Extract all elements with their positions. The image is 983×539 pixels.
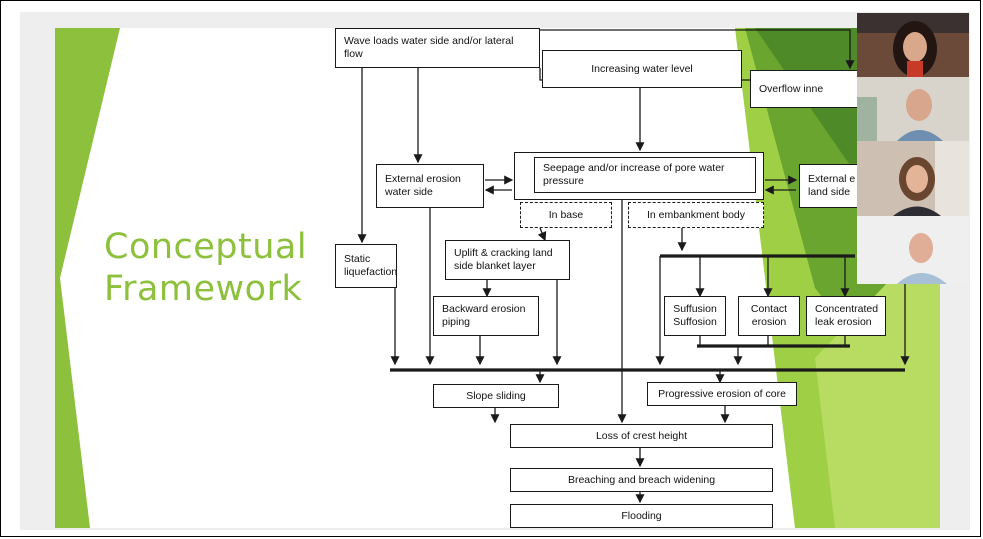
node-backward-erosion-piping: Backward erosion piping: [433, 296, 539, 336]
title-line-2: Framework: [104, 269, 303, 309]
participant-tile-1[interactable]: [857, 13, 969, 77]
participant-4-video: [857, 216, 969, 284]
participant-2-video: [857, 77, 969, 141]
slide-title: Conceptual Framework: [104, 226, 307, 310]
node-flooding: Flooding: [510, 504, 773, 528]
node-static-liquefaction: Static liquefaction: [335, 244, 397, 288]
node-seepage: Seepage and/or increase of pore water pr…: [534, 157, 756, 193]
node-increasing-water-level: Increasing water level: [542, 50, 742, 88]
participant-tile-2[interactable]: [857, 77, 969, 141]
node-loss-of-crest-height: Loss of crest height: [510, 424, 773, 448]
node-concentrated-leak-erosion: Concentrated leak erosion: [806, 296, 886, 336]
node-external-erosion-water-side: External erosion water side: [376, 164, 484, 208]
participant-tile-3[interactable]: [857, 141, 969, 216]
node-progressive-erosion: Progressive erosion of core: [647, 382, 797, 406]
node-overflow: Overflow inne: [750, 70, 865, 108]
node-slope-sliding: Slope sliding: [433, 384, 559, 408]
node-suffusion: Suffusion Suffosion: [664, 296, 726, 336]
title-line-1: Conceptual: [104, 227, 308, 267]
node-wave-loads: Wave loads water side and/or lateral flo…: [335, 28, 540, 68]
node-in-base: In base: [520, 202, 612, 228]
node-uplift-cracking: Uplift & cracking land side blanket laye…: [445, 240, 570, 280]
node-in-embankment-body: In embankment body: [628, 202, 764, 228]
node-external-erosion-land-side: External e land side: [799, 164, 865, 208]
participant-3-video: [857, 141, 969, 216]
node-contact-erosion: Contact erosion: [738, 296, 800, 336]
node-breaching: Breaching and breach widening: [510, 468, 773, 492]
participant-1-video: [857, 13, 969, 77]
participant-tile-4[interactable]: [857, 216, 969, 284]
